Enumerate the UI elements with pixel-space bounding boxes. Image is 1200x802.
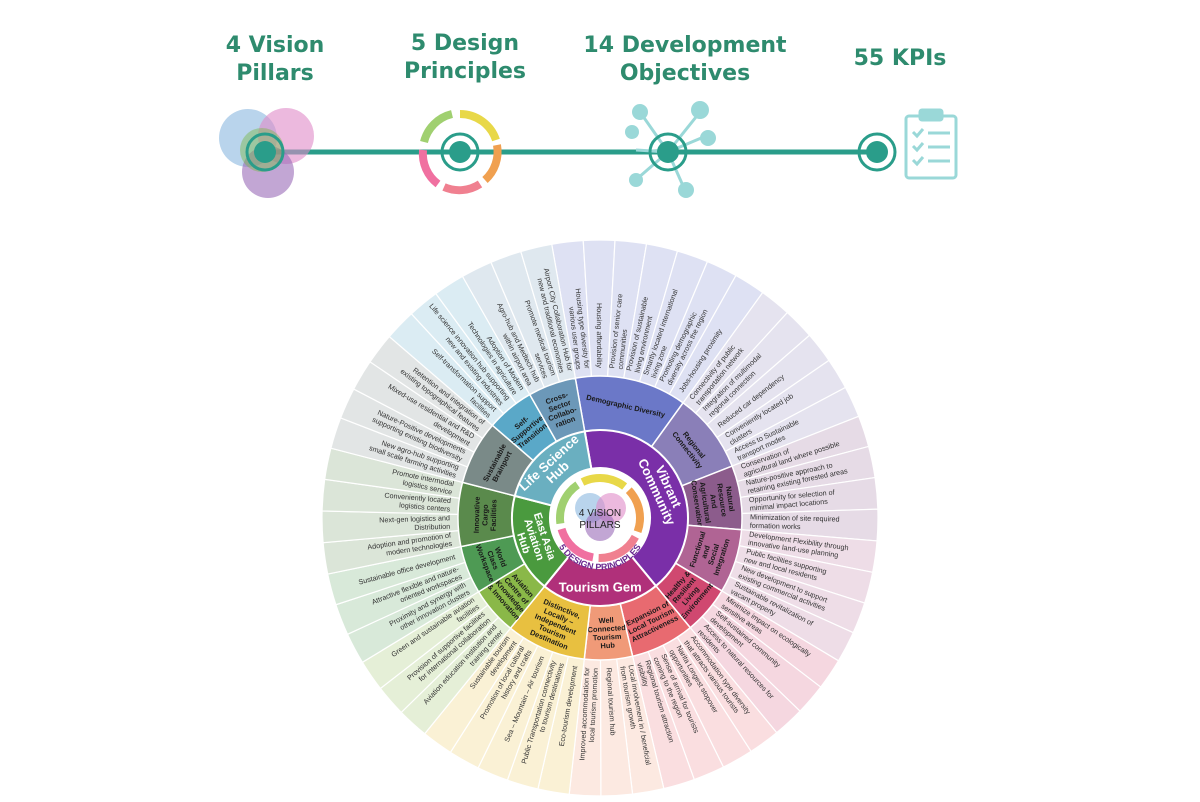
ring-seg <box>420 110 454 144</box>
node <box>700 130 716 146</box>
header-line: Objectives <box>619 61 751 86</box>
principle-arc <box>556 481 580 525</box>
objective-label-line: And <box>708 494 719 510</box>
header-development-objectives: 14 Development Objectives <box>575 32 795 88</box>
kpi-label-line: communities <box>616 328 629 369</box>
kpi-label-line: logistics centers <box>399 500 451 513</box>
center-hub: 4 VISION PILLARS <box>556 474 645 562</box>
ring-seg <box>418 149 441 188</box>
principle-arc <box>557 527 594 562</box>
center-title-line2: PILLARS <box>579 520 620 531</box>
ring-seg <box>442 180 483 195</box>
node <box>691 101 709 119</box>
kpi-label-line: Minimization of site required <box>750 512 840 523</box>
kpi-label-line: Housing affordability <box>595 303 604 368</box>
pillar-label-line: Tourism Gem <box>559 579 642 594</box>
kpi-label: Housing affordability <box>595 303 604 368</box>
principle-arc <box>625 487 645 534</box>
kpi-label-line: local tourism promotion <box>587 668 600 743</box>
objective-label: InnovativeCargoFacilities <box>472 496 499 533</box>
center-title-line1: 4 VISION <box>579 508 621 519</box>
principles-colored-ring <box>556 474 645 562</box>
objective-label-line: Well <box>598 615 614 625</box>
objective-label-line: Cargo <box>480 504 490 526</box>
timeline <box>219 101 958 198</box>
ring-seg <box>482 144 502 183</box>
objective-label: WellConnectedTourismHub <box>587 615 628 651</box>
kpi-label: Regional tourism hub <box>605 667 618 735</box>
principles-ring-icon <box>418 110 502 195</box>
objective-label-line: Connected <box>587 623 626 634</box>
objective-label-line: and <box>699 544 712 560</box>
node <box>625 125 639 139</box>
principle-arc <box>598 534 639 562</box>
objective-label-line: Hub <box>600 641 615 651</box>
ring-seg <box>459 110 500 142</box>
node <box>678 182 694 198</box>
checklist-icon <box>904 108 958 180</box>
kpi-label-line: Distribution <box>414 522 450 532</box>
kpi-label: Minimization of site requiredformation w… <box>750 512 840 532</box>
kpi-label-line: Regional tourism hub <box>605 667 618 735</box>
kpi-label-line: formation works <box>750 521 801 531</box>
objective-label-line: Facilities <box>489 499 499 531</box>
objective-label-line: Innovative <box>472 496 482 533</box>
pillar-segment <box>583 429 689 588</box>
timeline-node <box>245 132 897 172</box>
header-line: 5 Design <box>410 31 520 56</box>
clip <box>918 108 944 122</box>
header-design-principles: 5 Design Principles <box>390 30 540 86</box>
objective-label-line: Tourism <box>593 632 623 643</box>
objective-label: Cross-SectorCollabo-ration <box>541 389 581 431</box>
header-line: 14 Development <box>583 33 787 58</box>
header-line: 55 KPIs <box>853 46 947 71</box>
node <box>632 104 648 120</box>
header-vision-pillars: 4 Vision Pillars <box>200 32 350 88</box>
kpi-label-line: Next-gen logistics and <box>379 513 450 524</box>
header-line: Pillars <box>236 61 314 86</box>
header-kpis: 55 KPIs <box>830 45 970 73</box>
node <box>629 173 643 187</box>
pillar-label: Tourism Gem <box>559 579 642 594</box>
header-line: 4 Vision <box>225 33 325 58</box>
principle-arc <box>580 474 628 490</box>
header-line: Principles <box>403 59 527 84</box>
objective-label-line: Natural <box>724 486 737 513</box>
venn-circle-purple <box>585 511 615 541</box>
kpi-label: Next-gen logistics andDistribution <box>379 513 450 533</box>
pillar-segment <box>513 430 593 507</box>
